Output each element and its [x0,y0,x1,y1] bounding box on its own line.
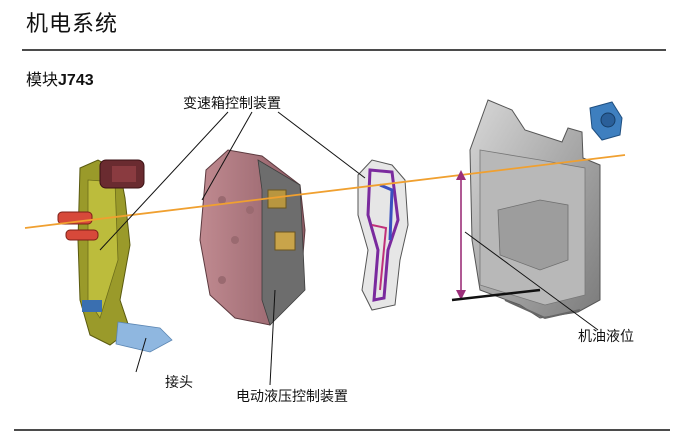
electro-hydraulic-control-unit [199,149,306,326]
subtitle-prefix: 模块 [26,70,59,89]
oil-level-marker [451,170,541,302]
hydraulic-channel-plate [357,159,409,311]
footer-divider [14,429,670,431]
orange-axis-line [24,154,626,229]
label-connector: 接头 [165,375,193,391]
oil-pan [469,99,601,320]
subtitle-model: J743 [58,72,94,89]
gearbox-control-unit [57,159,173,353]
label-oil-level: 机油液位 [578,329,634,345]
label-electro-hydraulic-control-unit: 电动液压控制装置 [236,389,348,405]
label-gearbox-control-unit: 变速箱控制装置 [183,96,281,112]
callout-leaders [99,111,599,386]
page-title: 机电系统 [26,12,119,37]
blue-plug-connector [589,101,623,141]
module-subtitle: 模块J743 [26,66,94,90]
header-divider [22,49,666,51]
